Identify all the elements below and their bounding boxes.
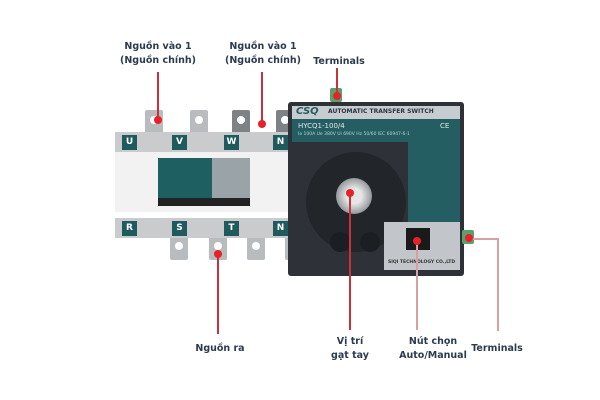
label-input-2-line2: (Nguồn chính) (225, 55, 301, 66)
phase-u: U (122, 135, 137, 150)
label-input-1-line2: (Nguồn chính) (120, 55, 196, 66)
marker-input-2 (258, 120, 266, 128)
label-handle: Vị trí gạt tay (320, 335, 380, 363)
label-output: Nguồn ra (195, 343, 245, 354)
lug-top-w (232, 110, 250, 134)
marker-output (214, 250, 222, 258)
phase-w: W (224, 135, 239, 150)
label-auto-manual: Nút chọn Auto/Manual (388, 335, 478, 363)
label-input-2: Nguồn vào 1 (Nguồn chính) (223, 40, 303, 68)
label-switch-line2: Auto/Manual (399, 350, 467, 361)
manual-handle-knob[interactable] (336, 178, 372, 214)
device-title: AUTOMATIC TRANSFER SWITCH (328, 108, 434, 115)
callout-line-handle (349, 196, 351, 330)
label-switch-line1: Nút chọn (408, 336, 458, 347)
phase-n-bottom: N (273, 221, 288, 236)
wiring-diagram-plate (158, 158, 250, 206)
label-input-2-line1: Nguồn vào 1 (229, 41, 297, 52)
screw-left (330, 232, 350, 252)
device-spec: Ie 100A Ue 380V Ui 690V Hz 50/60 IEC 609… (298, 132, 410, 137)
callout-line-terminals-right (497, 239, 499, 331)
callout-line-switch (416, 244, 418, 330)
company-name: SIQI TECHNOLOGY CO.,LTD (388, 260, 456, 265)
marker-terminals-top (333, 92, 341, 100)
callout-line-input-2 (261, 72, 263, 124)
device-model: HYCQ1-100/4 (298, 122, 345, 130)
control-teal-panel (408, 142, 460, 226)
ce-mark: CE (440, 122, 450, 130)
bottom-phase-bar (115, 218, 300, 238)
top-phase-bar (115, 132, 300, 152)
phase-t: T (224, 221, 239, 236)
screw-right (360, 232, 380, 252)
phase-v: V (172, 135, 187, 150)
phase-r: R (122, 221, 137, 236)
phase-n-top: N (273, 135, 288, 150)
callout-line-terminals-top (336, 68, 338, 92)
label-input-1-line1: Nguồn vào 1 (124, 41, 192, 52)
lug-bottom-t (247, 236, 265, 260)
label-terminals-top: Terminals (313, 56, 365, 67)
lug-bottom-r (170, 236, 188, 260)
phase-s: S (172, 221, 187, 236)
label-terminals-right: Terminals (471, 343, 523, 354)
control-module: CSQ AUTOMATIC TRANSFER SWITCH HYCQ1-100/… (288, 102, 464, 276)
brand-logo: CSQ (296, 106, 319, 117)
label-handle-line1: Vị trí (336, 336, 364, 347)
marker-switch (413, 237, 421, 245)
label-input-1: Nguồn vào 1 (Nguồn chính) (118, 40, 198, 68)
lug-bottom-s (209, 236, 227, 260)
callout-line-output (217, 254, 219, 334)
lug-top-v (190, 110, 208, 134)
marker-input-1 (154, 116, 162, 124)
marker-terminals-right (465, 234, 473, 242)
brand-bar (292, 106, 460, 119)
callout-line-terminals-right-h (468, 238, 499, 240)
callout-line-input-1 (157, 72, 159, 118)
label-handle-line2: gạt tay (331, 350, 369, 361)
marker-handle (346, 189, 354, 197)
